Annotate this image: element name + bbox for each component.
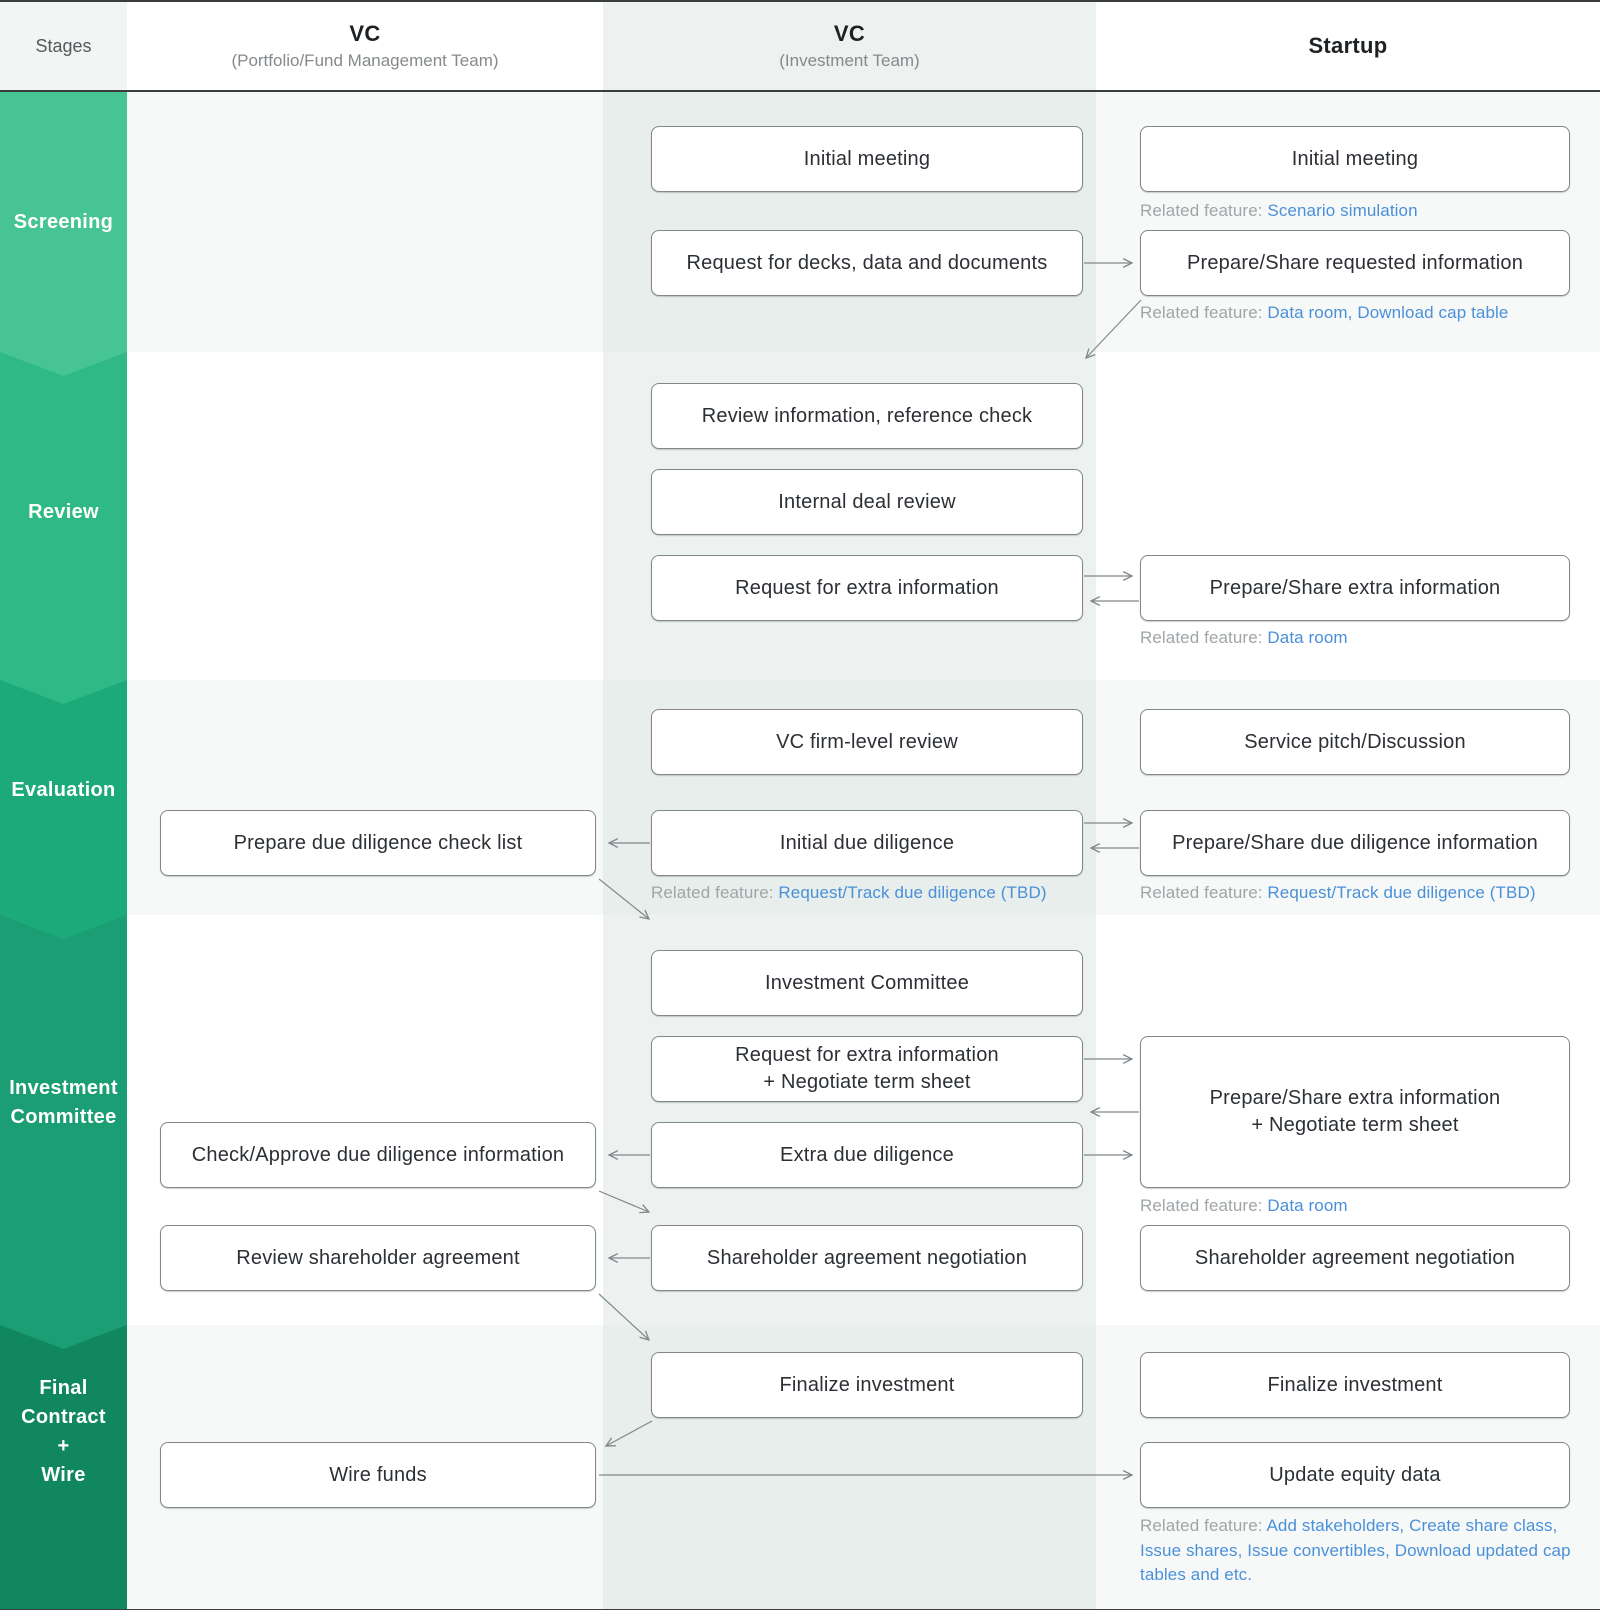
stage-review: Review: [0, 352, 127, 704]
node-vc-firm-level-review: VC firm-level review: [651, 709, 1083, 775]
related-feature-label: Related feature:: [651, 883, 774, 902]
node-review-shareholder-agreement: Review shareholder agreement: [160, 1225, 596, 1291]
stage-investment-committee: Investment Committee: [0, 915, 127, 1349]
stage-screening-label: Screening: [13, 210, 114, 233]
startup-title: Startup: [1308, 33, 1388, 58]
related-feature-extra-negotiate: Related feature: Data room: [1140, 1194, 1348, 1219]
related-feature-label: Related feature:: [1140, 628, 1263, 647]
vc-portfolio-subtitle: (Portfolio/Fund Management Team): [231, 51, 499, 70]
stage-final-contract-wire: Final Contract + Wire: [0, 1325, 127, 1609]
stage-evaluation: Evaluation: [0, 680, 127, 939]
link-equity-features[interactable]: Add stakeholders, Create share class, Is…: [1140, 1516, 1571, 1585]
node-initial-due-diligence: Initial due diligence: [651, 810, 1083, 876]
node-extra-due-diligence: Extra due diligence: [651, 1122, 1083, 1188]
stages-header-label: Stages: [35, 35, 92, 56]
node-wire-funds: Wire funds: [160, 1442, 596, 1508]
node-service-pitch: Service pitch/Discussion: [1140, 709, 1570, 775]
stage-investment-committee-label: Investment Committee: [9, 1077, 118, 1128]
vc-portfolio-title: VC: [349, 21, 381, 46]
related-feature-initial-dd: Related feature: Request/Track due dilig…: [651, 881, 1047, 906]
node-shareholder-negotiation-startup: Shareholder agreement negotiation: [1140, 1225, 1570, 1291]
node-investment-committee: Investment Committee: [651, 950, 1083, 1016]
related-feature-label: Related feature:: [1140, 1196, 1263, 1215]
vc-investment-subtitle: (Investment Team): [779, 51, 920, 70]
node-internal-deal-review: Internal deal review: [651, 469, 1083, 535]
node-shareholder-negotiation-vc: Shareholder agreement negotiation: [651, 1225, 1083, 1291]
node-request-extra-negotiate: Request for extra information + Negotiat…: [651, 1036, 1083, 1102]
link-request-track-dd[interactable]: Request/Track due diligence (TBD): [778, 883, 1047, 902]
related-feature-share-dd: Related feature: Request/Track due dilig…: [1140, 881, 1536, 906]
node-request-extra-info: Request for extra information: [651, 555, 1083, 621]
related-feature-label: Related feature:: [1140, 1516, 1263, 1535]
node-request-for-decks: Request for decks, data and documents: [651, 230, 1083, 296]
link-request-track-dd[interactable]: Request/Track due diligence (TBD): [1267, 883, 1536, 902]
stage-evaluation-label: Evaluation: [11, 779, 116, 801]
related-feature-update-equity: Related feature: Add stakeholders, Creat…: [1140, 1514, 1588, 1588]
node-prepare-share-requested-info: Prepare/Share requested information: [1140, 230, 1570, 296]
link-data-room[interactable]: Data room: [1267, 1196, 1348, 1215]
stage-screening: Screening: [0, 92, 127, 376]
column-header-startup: Startup: [1096, 2, 1600, 90]
related-feature-initial-meeting: Related feature: Scenario simulation: [1140, 199, 1418, 224]
related-feature-label: Related feature:: [1140, 883, 1263, 902]
node-review-information: Review information, reference check: [651, 383, 1083, 449]
node-prepare-share-extra-info: Prepare/Share extra information: [1140, 555, 1570, 621]
node-prepare-dd-checklist: Prepare due diligence check list: [160, 810, 596, 876]
related-feature-label: Related feature:: [1140, 303, 1263, 322]
node-finalize-investment-startup: Finalize investment: [1140, 1352, 1570, 1418]
column-header-vc-investment: VC (Investment Team): [603, 2, 1096, 90]
node-check-approve-dd: Check/Approve due diligence information: [160, 1122, 596, 1188]
stage-review-label: Review: [28, 500, 99, 523]
stage-final-contract-wire-label: Final Contract + Wire: [21, 1377, 106, 1486]
link-scenario-simulation[interactable]: Scenario simulation: [1267, 201, 1418, 220]
related-feature-requested-info: Related feature: Data room, Download cap…: [1140, 301, 1508, 326]
link-data-room[interactable]: Data room: [1267, 628, 1348, 647]
link-data-room-download-cap-table[interactable]: Data room, Download cap table: [1267, 303, 1509, 322]
node-prepare-share-dd-info: Prepare/Share due diligence information: [1140, 810, 1570, 876]
header-divider: [0, 90, 1600, 92]
related-feature-label: Related feature:: [1140, 201, 1263, 220]
column-header-vc-portfolio: VC (Portfolio/Fund Management Team): [127, 2, 603, 90]
stages-header-cell: Stages: [0, 2, 127, 90]
vc-investment-title: VC: [833, 21, 866, 46]
node-update-equity-data: Update equity data: [1140, 1442, 1570, 1508]
node-startup-initial-meeting: Initial meeting: [1140, 126, 1570, 192]
related-feature-extra-info: Related feature: Data room: [1140, 626, 1348, 651]
node-finalize-investment-vc: Finalize investment: [651, 1352, 1083, 1418]
node-vc-initial-meeting: Initial meeting: [651, 126, 1083, 192]
node-prepare-share-extra-negotiate: Prepare/Share extra information + Negoti…: [1140, 1036, 1570, 1188]
